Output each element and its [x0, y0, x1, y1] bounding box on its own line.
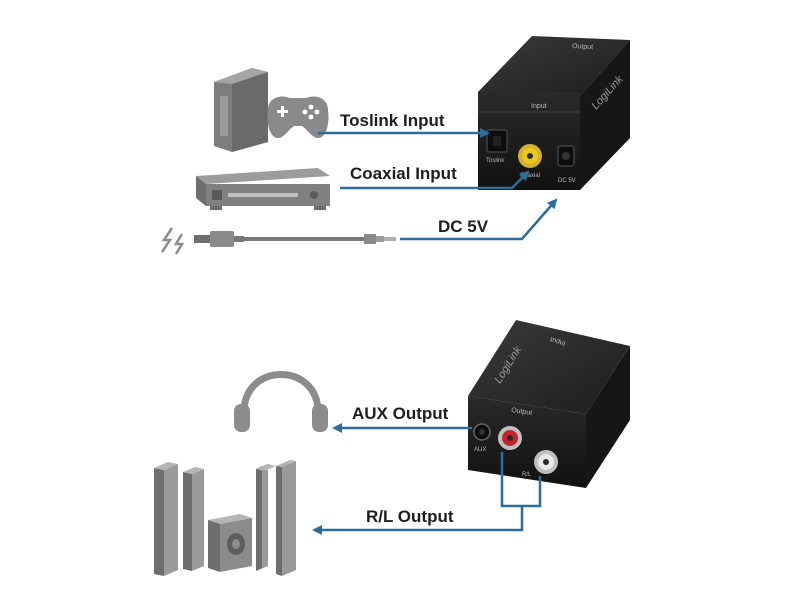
tower-speaker-icon-2 [183, 467, 204, 571]
rca-white-port [534, 450, 558, 474]
port-label-coaxial: Coaxial [520, 173, 540, 179]
dc-port: DC 5V [557, 145, 576, 184]
lightning-icon [160, 227, 185, 255]
rca-red-port [498, 426, 522, 450]
coaxial-port: Coaxial [518, 144, 542, 179]
tower-speaker-icon [154, 462, 178, 576]
device-panel-label: Input [531, 103, 547, 110]
device-top-label-2: Input [550, 335, 567, 346]
toslink-port: Toslink [486, 129, 508, 164]
receiver-icon [196, 168, 330, 210]
power-plug-icon [194, 231, 396, 247]
tower-speaker-icon-3 [256, 464, 276, 571]
dc-arrow [400, 198, 558, 241]
device-top-label: Output [572, 43, 593, 51]
coaxial-arrow [340, 170, 530, 190]
label-coaxial-input: Coaxial Input [350, 164, 457, 183]
label-dc-5v: DC 5V [438, 217, 489, 236]
rl-arrow [312, 506, 524, 535]
label-rl-output: R/L Output [366, 507, 454, 526]
output-section: Input LogiLink Output AUX R/L [154, 320, 630, 576]
converter-device-input: Output LogiLink Input Toslink Coaxial DC… [478, 36, 630, 190]
label-aux-output: AUX Output [352, 404, 449, 423]
gamepad-icon [267, 96, 329, 138]
speaker-system-icon [154, 460, 296, 576]
tower-speaker-icon-4 [276, 460, 296, 576]
port-label-aux: AUX [474, 447, 486, 453]
input-section: Output LogiLink Input Toslink Coaxial DC… [160, 36, 630, 255]
port-label-dc: DC 5V [558, 178, 576, 184]
converter-device-output: Input LogiLink Output AUX R/L [468, 320, 630, 488]
port-label-toslink: Toslink [486, 158, 505, 164]
aux-port: AUX [473, 423, 491, 453]
device-panel-label-2: Output [511, 407, 533, 417]
label-toslink-input: Toslink Input [340, 111, 445, 130]
port-label-rl: R/L [522, 472, 532, 478]
headphones-icon [234, 371, 328, 432]
game-console-icon [214, 68, 268, 152]
subwoofer-icon [208, 514, 252, 572]
